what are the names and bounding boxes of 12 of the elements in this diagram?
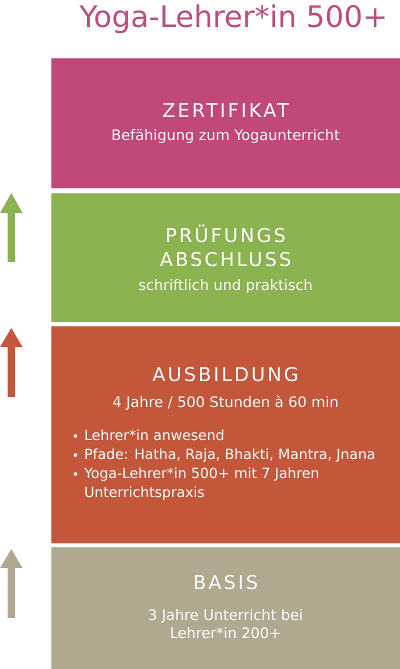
stage-description: schriftlich und praktisch: [139, 278, 312, 294]
stage-description: 4 Jahre / 500 Stunden à 60 min: [113, 395, 338, 410]
list-item: Lehrer*in anwesend: [86, 429, 224, 440]
stage-heading: ZERTIFIKAT: [163, 103, 289, 117]
stage-description: Befähigung zum Yogaunterricht: [112, 128, 340, 144]
stage-heading: PRÜFUNGS ABSCHLUSS: [160, 224, 290, 266]
stage-heading: BASIS: [194, 574, 257, 590]
stage-description: 3 Jahre Unterricht bei Lehrer*in 200+: [149, 608, 302, 638]
diagram-title: Yoga-Lehrer*in 500+: [79, 4, 384, 34]
stage-heading: AUSBILDUNG: [152, 366, 297, 382]
list-item: Yoga-Lehrer*in 500+ mit 7 Jahren Unterrichtspraxis: [84, 467, 318, 500]
list-item: Pfade: Hatha, Raja, Bhakti, Mantra, Jnana: [86, 448, 374, 462]
